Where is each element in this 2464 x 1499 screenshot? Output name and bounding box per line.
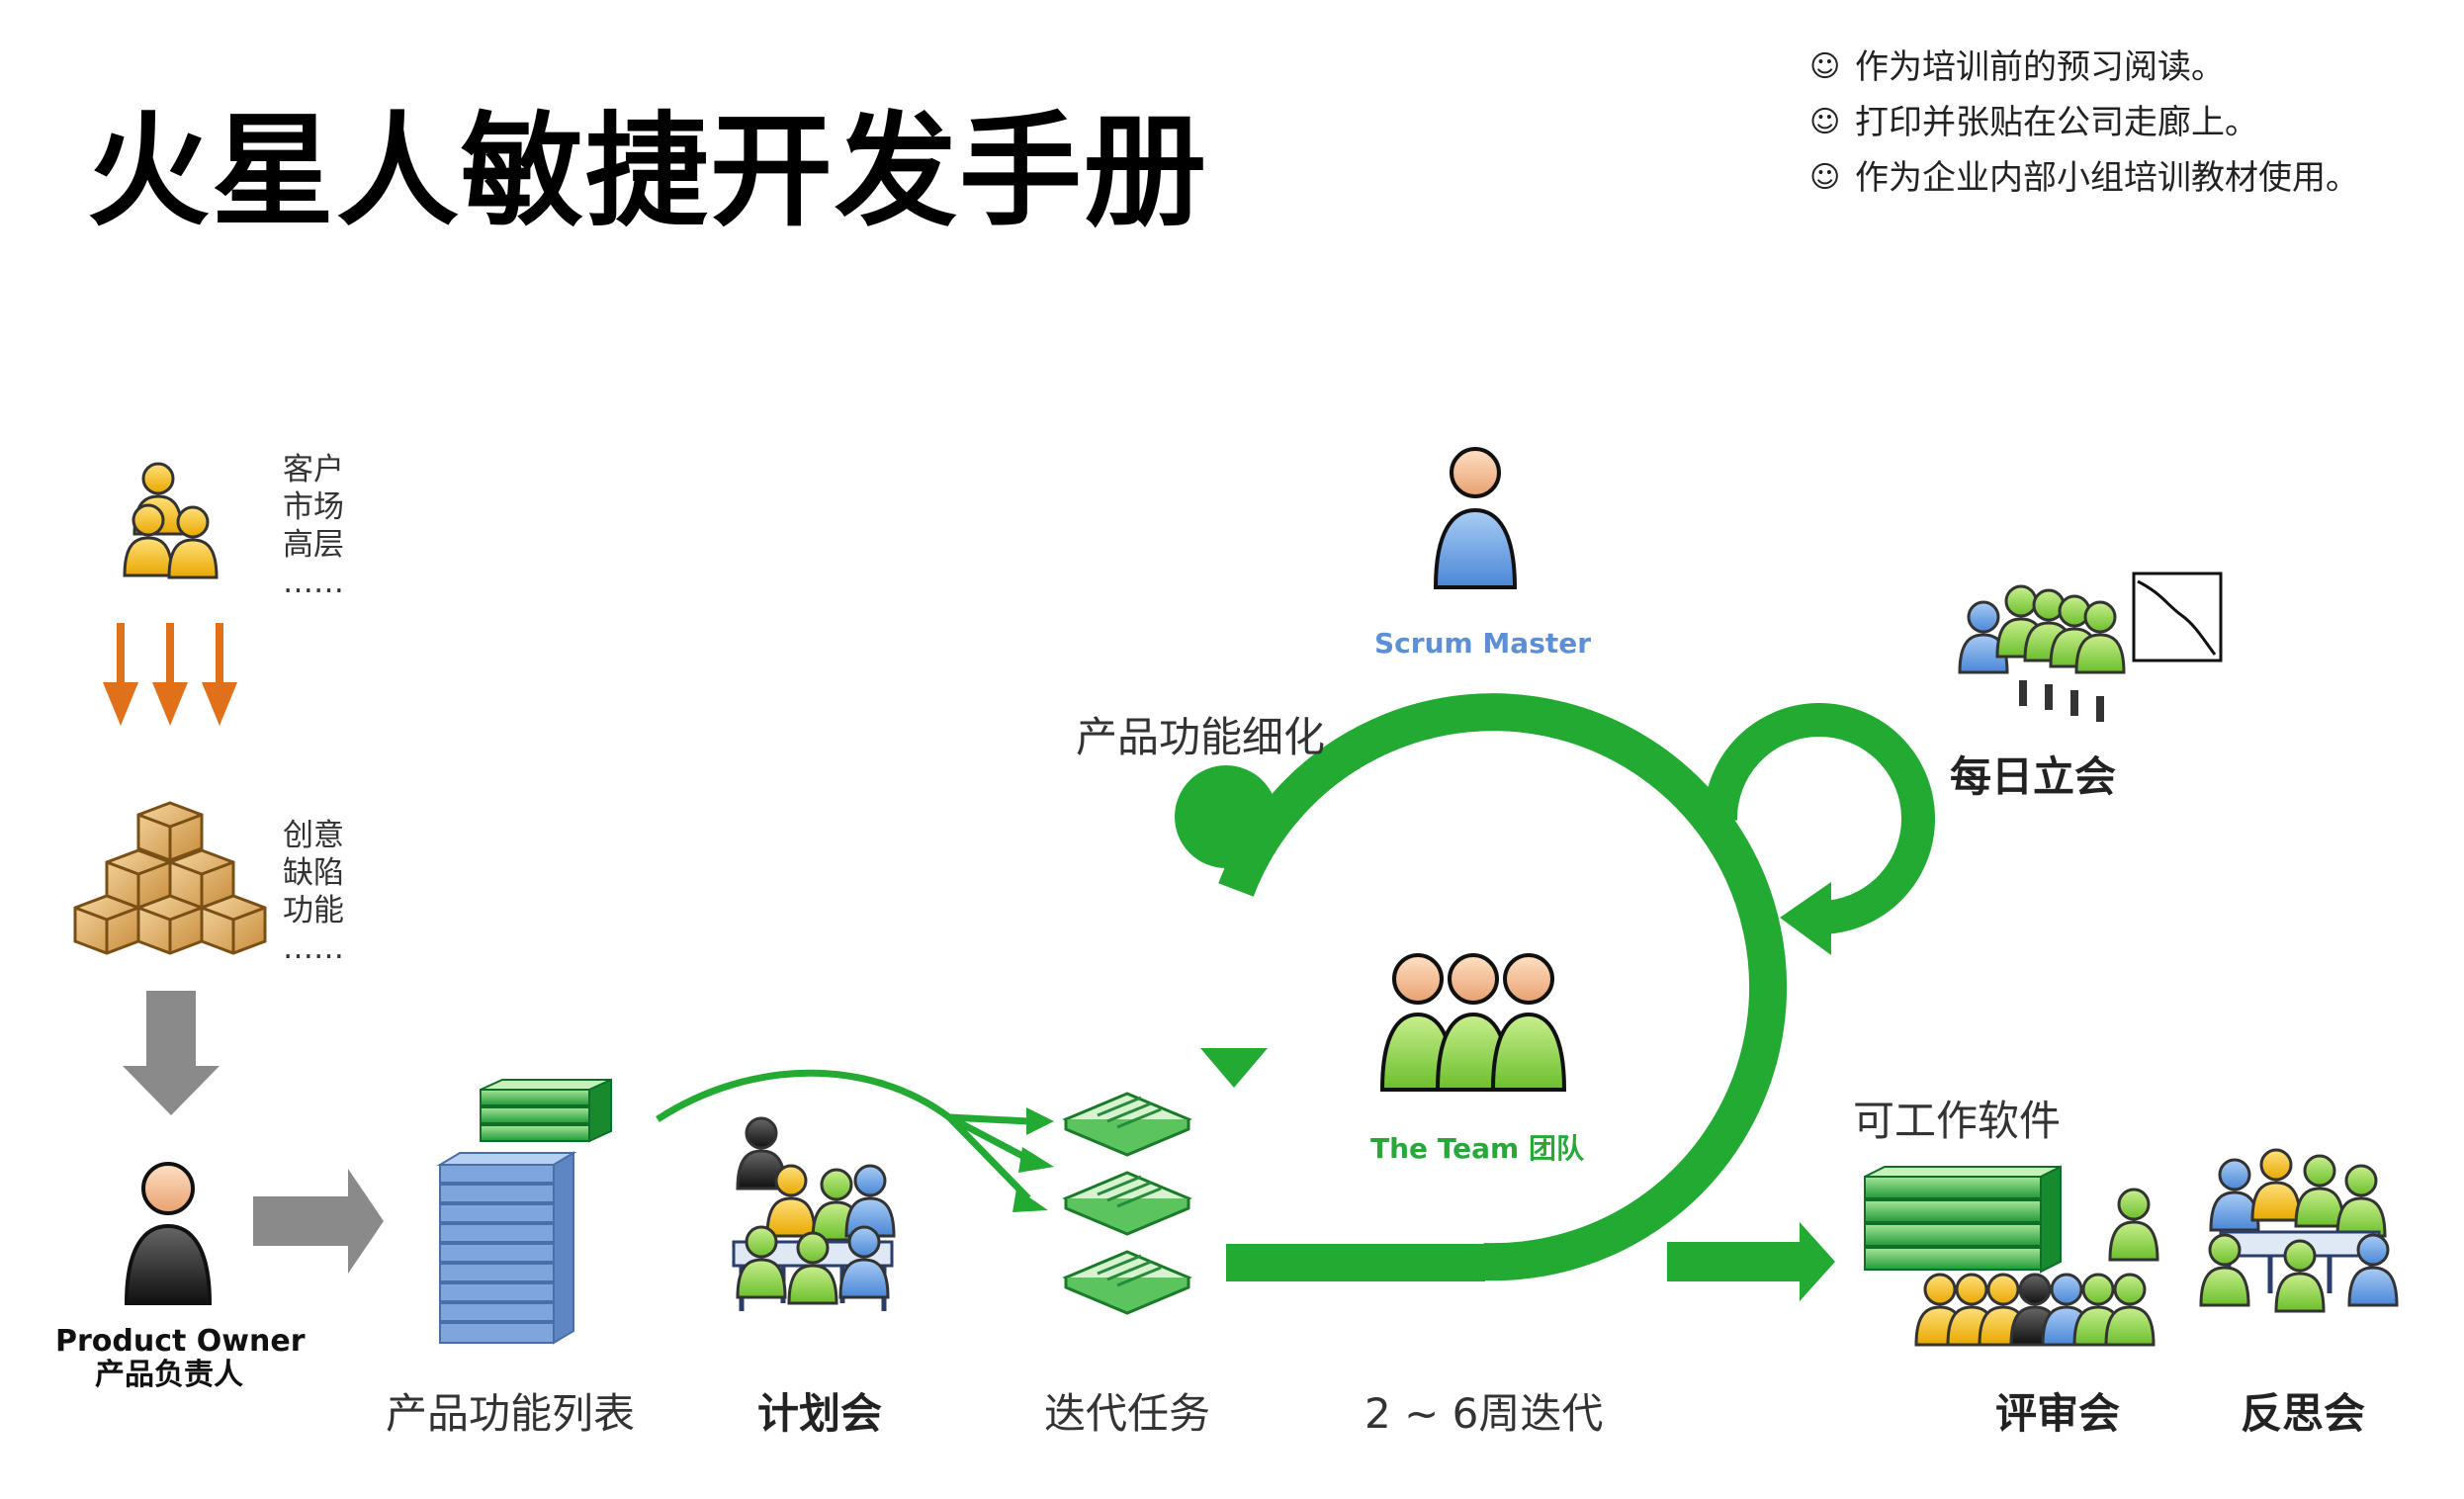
delivery-arrow: [1667, 1222, 1835, 1301]
note-item: ☺作为培训前的预习阅读。: [1809, 40, 2359, 95]
burndown-chart-icon: [2132, 572, 2223, 662]
product-owner-icon: [124, 1162, 213, 1305]
sprint-tasks-label: 迭代任务: [1044, 1389, 1211, 1438]
iteration-length-label: 2 ~ 6周迭代: [1364, 1389, 1604, 1438]
backlog-stack-icon: [436, 1078, 612, 1345]
working-software-stack-icon: [1864, 1165, 2062, 1274]
request-boxes-icon: [73, 801, 267, 955]
working-software-label: 可工作软件: [1853, 1097, 2062, 1145]
page-title: 火星人敏捷开发手册: [87, 101, 1209, 243]
request-list: 创意 缺陷 功能 ……: [283, 818, 344, 966]
daily-standup-icon: [1958, 584, 2126, 722]
retrospective-label: 反思会: [2241, 1389, 2366, 1438]
note-item: ☺作为企业内部小组培训教材使用。: [1809, 150, 2359, 206]
iteration-cycle-arrow: [1175, 693, 1788, 1281]
planning-meeting-icon: [734, 1116, 896, 1311]
refinement-label: 产品功能细化: [1076, 713, 1326, 761]
smiley-icon: ☺: [1809, 160, 1841, 195]
stakeholder-list: 客户 市场 高层 ……: [283, 452, 344, 600]
note-item: ☺打印并张贴在公司走廊上。: [1809, 95, 2359, 150]
backlog-label: 产品功能列表: [386, 1389, 636, 1438]
team-icon: [1379, 953, 1567, 1092]
smiley-icon: ☺: [1809, 49, 1841, 84]
daily-standup-label: 每日立会: [1950, 752, 2117, 801]
down-arrows-icon: [103, 623, 237, 726]
usage-notes: ☺作为培训前的预习阅读。 ☺打印并张贴在公司走廊上。 ☺作为企业内部小组培训教材…: [1809, 40, 2359, 206]
planning-label: 计划会: [757, 1389, 883, 1438]
retrospective-meeting-icon: [2199, 1148, 2399, 1313]
gray-right-arrow-icon: [253, 1169, 384, 1274]
smiley-icon: ☺: [1809, 105, 1841, 139]
team-label: The Team 团队: [1370, 1132, 1584, 1165]
gray-down-arrow-icon: [123, 991, 220, 1115]
daily-standup-loop-arrow: [1703, 703, 1935, 955]
planning-to-tasks-arrows: [656, 1069, 1031, 1201]
scrum-master-icon: [1433, 447, 1518, 589]
stakeholders-icon: [123, 462, 219, 579]
product-owner-label: Product Owner 产品负责人: [55, 1324, 306, 1392]
sprint-tasks-icon: [1064, 1092, 1190, 1315]
scrum-master-label: Scrum Master: [1374, 627, 1592, 660]
review-label: 评审会: [1995, 1389, 2121, 1438]
